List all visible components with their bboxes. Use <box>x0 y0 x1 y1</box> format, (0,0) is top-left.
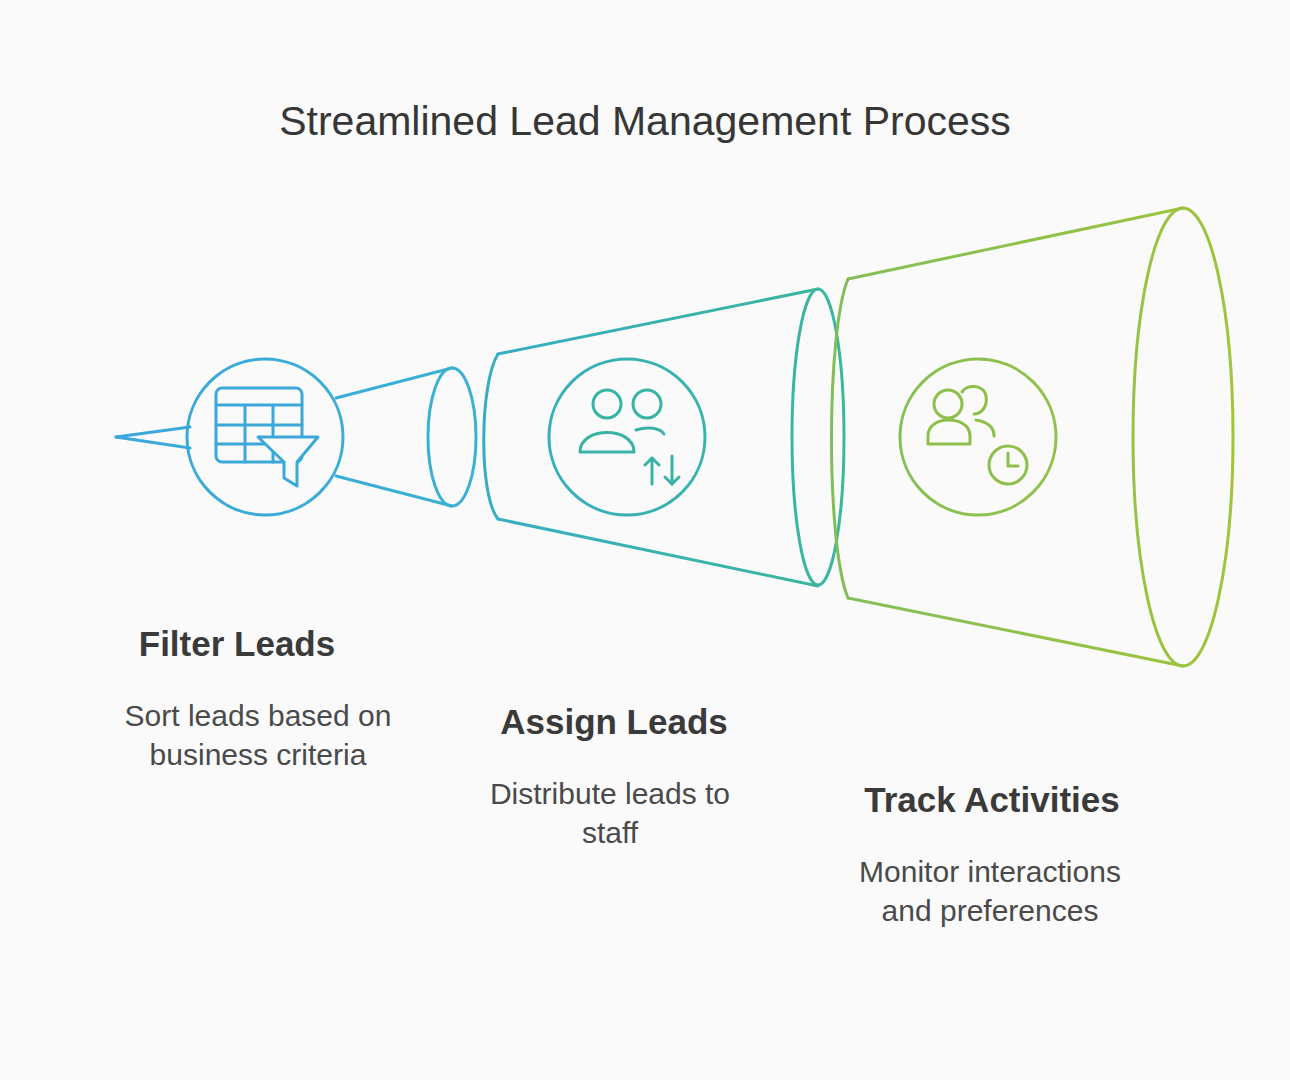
diagram-title: Streamlined Lead Management Process <box>0 96 1290 146</box>
funnel-line <box>1133 208 1233 666</box>
stage-heading: Track Activities <box>802 778 1182 822</box>
track-clock-icon <box>928 386 1027 484</box>
stage-heading: Filter Leads <box>67 622 407 666</box>
icon-ring <box>900 359 1056 515</box>
funnel-outline <box>108 362 486 512</box>
funnel-outline <box>824 205 1236 670</box>
funnel-stage: Track ActivitiesMonitor interactions and… <box>824 205 1236 670</box>
track-clock-icon-part <box>1008 453 1018 466</box>
funnel-line <box>832 279 849 598</box>
funnel-line <box>848 208 1183 279</box>
funnel-line <box>498 289 818 354</box>
funnel-line <box>428 368 476 506</box>
icon-ring <box>549 359 705 515</box>
track-clock-icon-part <box>976 420 994 436</box>
assign-people-icon-part <box>580 433 634 453</box>
track-clock-icon-part <box>928 420 970 444</box>
funnel-line <box>498 519 818 586</box>
assign-people-icon-part <box>665 477 679 484</box>
funnel-stage: Assign LeadsDistribute leads to staff <box>474 286 848 589</box>
track-clock-icon-part <box>989 446 1027 484</box>
funnel-line <box>848 598 1183 666</box>
table-filter-icon-part <box>216 424 302 427</box>
stage-description: Sort leads based on business criteria <box>108 696 408 774</box>
icon-ring <box>187 359 343 515</box>
assign-people-icon-part <box>633 390 661 418</box>
funnel-line <box>116 427 190 437</box>
table-filter-icon-part <box>216 443 302 446</box>
stage-description: Monitor interactions and preferences <box>840 852 1140 930</box>
assign-people-icon-part <box>671 456 674 484</box>
funnel-line <box>484 354 498 519</box>
table-filter-icon <box>216 388 318 486</box>
assign-people-icon-part <box>636 428 664 434</box>
funnel-outline <box>474 286 848 589</box>
table-filter-icon-part <box>258 437 318 486</box>
table-filter-icon-part <box>244 405 247 462</box>
assign-people-icon-part <box>593 390 621 418</box>
funnel-stage: Filter LeadsSort leads based on business… <box>108 362 486 512</box>
table-filter-icon-part <box>216 404 302 407</box>
track-clock-icon-part <box>962 386 986 414</box>
assign-people-icon <box>580 390 679 484</box>
assign-people-icon-part <box>651 458 654 484</box>
table-filter-icon-part <box>272 405 275 462</box>
stage-description: Distribute leads to staff <box>460 774 760 852</box>
assign-people-icon-part <box>645 458 659 465</box>
funnel-line <box>116 437 190 448</box>
table-filter-icon-part <box>216 388 302 462</box>
track-clock-icon-part <box>934 390 962 418</box>
stage-heading: Assign Leads <box>444 700 784 744</box>
